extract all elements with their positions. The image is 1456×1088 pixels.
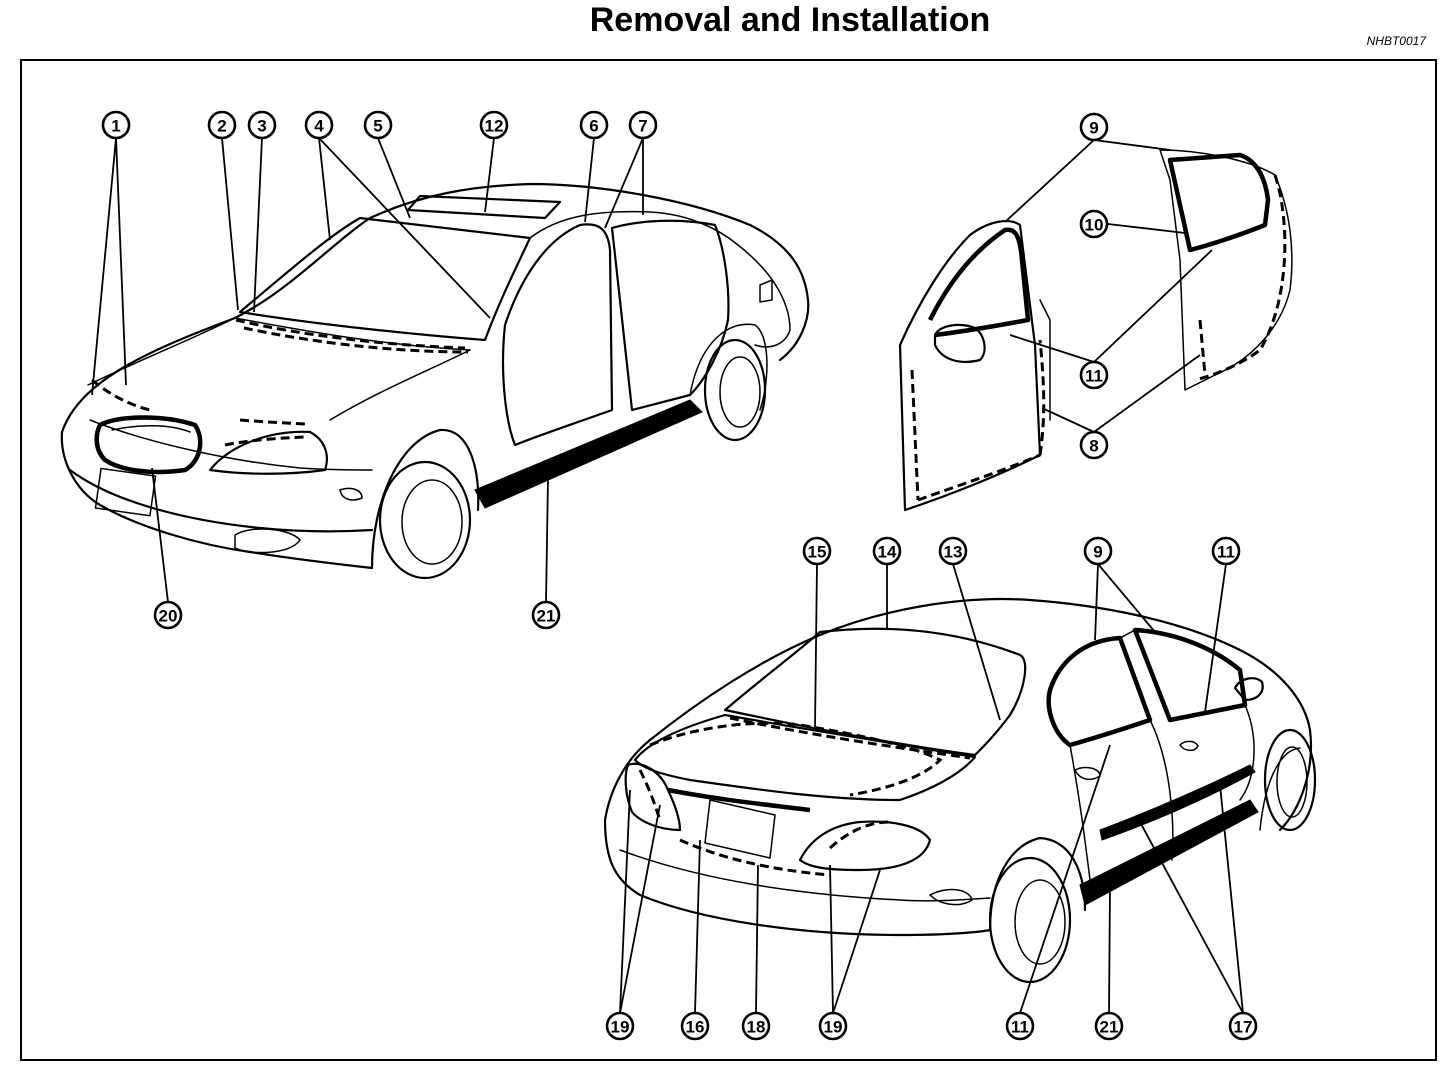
leader-lines xyxy=(91,137,1244,1014)
callout-4-label: 4 xyxy=(314,117,324,136)
rear-car-illustration xyxy=(603,597,1317,984)
callout-10-label: 10 xyxy=(1085,216,1104,235)
callout-14: 14 xyxy=(872,536,902,566)
callout-20: 20 xyxy=(153,600,183,630)
callout-19-left: 19 xyxy=(605,1011,635,1041)
callout-4: 4 xyxy=(304,110,334,140)
callout-11-door: 11 xyxy=(1079,360,1109,390)
callout-2-label: 2 xyxy=(217,117,226,136)
callout-11-door-label: 11 xyxy=(1085,367,1103,386)
front-car-illustration xyxy=(60,182,810,580)
callout-7-label: 7 xyxy=(638,117,647,136)
callout-13: 13 xyxy=(938,536,968,566)
callout-19-left-label: 19 xyxy=(611,1018,630,1037)
callout-5-label: 5 xyxy=(373,117,382,136)
callout-12-label: 12 xyxy=(485,117,504,136)
callout-11-rear-bottom-label: 11 xyxy=(1011,1018,1029,1037)
door-detail-illustration xyxy=(898,149,1293,512)
callout-14-label: 14 xyxy=(878,543,897,562)
callout-11-rear-top: 11 xyxy=(1211,536,1241,566)
callout-9-door: 9 xyxy=(1079,112,1109,142)
callout-1: 1 xyxy=(101,110,131,140)
callout-16-label: 16 xyxy=(686,1018,705,1037)
callout-18: 18 xyxy=(741,1011,771,1041)
callout-21-rear-label: 21 xyxy=(1100,1018,1119,1037)
callout-21-rear: 21 xyxy=(1094,1011,1124,1041)
callout-21-front: 21 xyxy=(531,600,561,630)
callout-5: 5 xyxy=(363,110,393,140)
callout-1-label: 1 xyxy=(111,117,120,136)
callout-16: 16 xyxy=(680,1011,710,1041)
callout-15-label: 15 xyxy=(808,543,827,562)
page-title: Removal and Installation xyxy=(589,1,991,39)
figure-code: NHBT0017 xyxy=(1366,34,1426,48)
callout-8: 8 xyxy=(1079,430,1109,460)
callout-9-rear: 9 xyxy=(1083,536,1113,566)
callout-10: 10 xyxy=(1079,209,1109,239)
callout-15: 15 xyxy=(802,536,832,566)
callout-2: 2 xyxy=(207,110,237,140)
callout-9-door-label: 9 xyxy=(1089,119,1098,138)
callout-19-right: 19 xyxy=(818,1011,848,1041)
callout-18-label: 18 xyxy=(747,1018,766,1037)
callout-11-rear-bottom: 11 xyxy=(1005,1011,1035,1041)
callout-17-label: 17 xyxy=(1234,1018,1253,1037)
callout-17: 17 xyxy=(1228,1011,1258,1041)
callout-9-rear-label: 9 xyxy=(1093,543,1102,562)
callout-6-label: 6 xyxy=(589,117,598,136)
callout-21-front-label: 21 xyxy=(537,607,556,626)
callout-12: 12 xyxy=(479,110,509,140)
callout-3: 3 xyxy=(247,110,277,140)
callout-13-label: 13 xyxy=(944,543,963,562)
callout-3-label: 3 xyxy=(257,117,266,136)
callout-19-right-label: 19 xyxy=(824,1018,843,1037)
callout-8-label: 8 xyxy=(1089,437,1098,456)
callout-20-label: 20 xyxy=(159,607,178,626)
diagram-frame xyxy=(20,59,1437,1061)
callout-7: 7 xyxy=(628,110,658,140)
callout-6: 6 xyxy=(579,110,609,140)
callout-11-rear-top-label: 11 xyxy=(1217,543,1235,562)
